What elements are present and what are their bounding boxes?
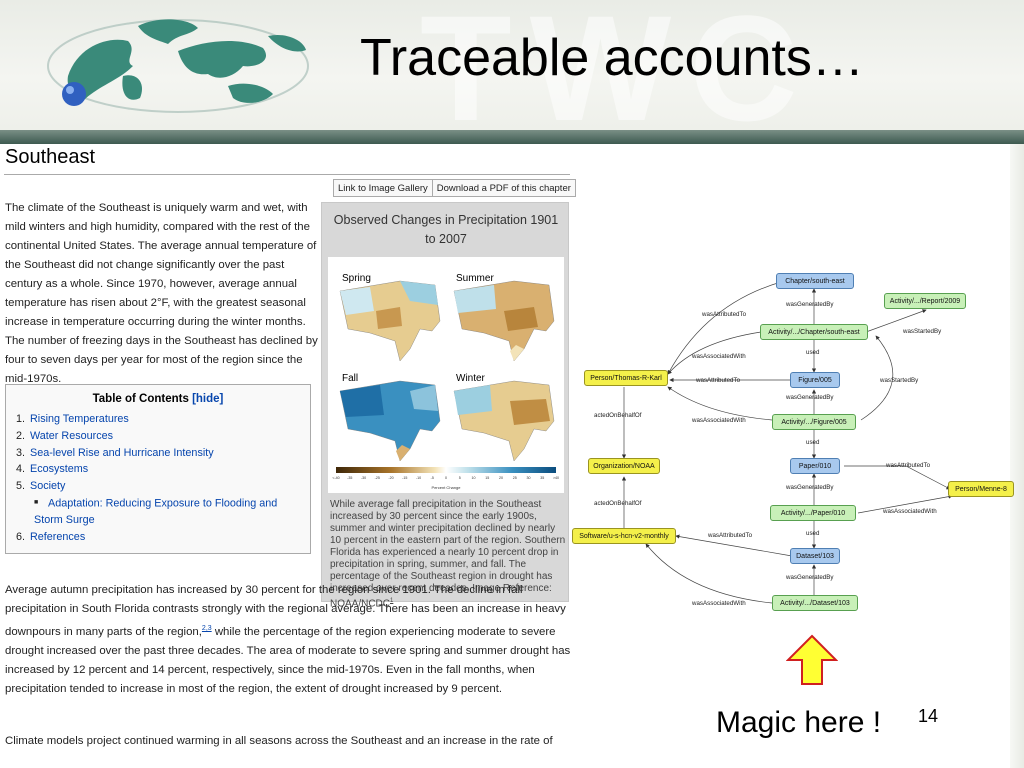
scale-tick-label: -35	[347, 476, 352, 480]
edge-label: used	[806, 349, 820, 356]
toc-item[interactable]: 2.Water Resources	[16, 429, 114, 442]
node-dataset[interactable]: Dataset/103	[790, 548, 840, 564]
scale-tick-label: 35	[540, 476, 544, 480]
twc-watermark: TWC	[420, 0, 816, 130]
edge-label: actedOnBehalfOf	[594, 500, 642, 507]
provenance-graph: Chapter/south-east Activity/.../Report/2…	[572, 144, 1024, 624]
edge-label: wasAssociatedWith	[692, 417, 746, 424]
scale-tick-label: 30	[527, 476, 531, 480]
scale-tick-label: 20	[499, 476, 503, 480]
download-pdf-link[interactable]: Download a PDF of this chapter	[436, 183, 571, 194]
figure-caption: While average fall precipitation in the …	[330, 499, 566, 610]
footnote-refs[interactable]: 2,3	[201, 625, 212, 632]
heading-rule	[4, 174, 570, 175]
table-of-contents: Table of Contents [hide] 1.Rising Temper…	[5, 384, 311, 554]
toc-item[interactable]: 1.Rising Temperatures	[16, 413, 129, 425]
edge-label: wasStartedBy	[903, 328, 942, 335]
edge-label: wasAssociatedWith	[883, 508, 937, 515]
svg-text:Winter: Winter	[456, 373, 486, 384]
edge-label: wasAttributedTo	[886, 462, 931, 469]
spring-map	[339, 280, 441, 362]
edge-label: used	[806, 530, 820, 537]
node-software[interactable]: Software/u-s-hcn-v2-monthly	[572, 528, 676, 544]
right-edge-strip	[1010, 144, 1024, 768]
edge-label: actedOnBehalfOf	[594, 412, 642, 419]
header-divider-bar	[0, 130, 1024, 144]
slide-header: TWC Traceable accounts…	[0, 0, 1024, 130]
toc-item[interactable]: 5.Society	[16, 480, 66, 493]
edge-label: used	[806, 439, 820, 446]
fall-map	[339, 380, 441, 462]
projection-paragraph: Climate models project continued warming…	[5, 735, 553, 747]
toc-item[interactable]: 6.References	[16, 530, 86, 543]
slide-title: Traceable accounts…	[360, 29, 864, 87]
scale-tick-label: 5	[459, 476, 461, 480]
toc-sub-item[interactable]: ■Adaptation: Reducing Exposure to Floodi…	[34, 497, 278, 527]
summer-map	[453, 280, 555, 362]
svg-text:Summer: Summer	[456, 273, 494, 284]
node-paper-activity[interactable]: Activity/.../Paper/010	[770, 505, 856, 521]
svg-text:Percent Change: Percent Change	[432, 485, 462, 490]
scale-tick-label: -20	[388, 476, 393, 480]
figure-title: Observed Changes in Precipitation 1901 t…	[333, 213, 559, 246]
color-scale-bar	[336, 467, 556, 473]
edge-label: wasAssociatedWith	[692, 600, 746, 607]
slide-page-number: 14	[918, 706, 939, 726]
node-person-karl[interactable]: Person/Thomas-R-Karl	[584, 370, 668, 386]
scale-tick-label: -10	[416, 476, 421, 480]
svg-text:Fall: Fall	[342, 373, 358, 384]
edge-label: wasGeneratedBy	[786, 574, 834, 581]
scale-tick-label: -25	[375, 476, 380, 480]
scale-tick-label: -15	[402, 476, 407, 480]
node-chapter[interactable]: Chapter/south-east	[776, 273, 854, 289]
scale-tick-label: <-40	[332, 476, 339, 480]
caption-ref-link[interactable]: 1	[390, 598, 394, 604]
scale-tick-label: -5	[431, 476, 434, 480]
magic-here-text: Magic here !	[716, 706, 882, 739]
scale-tick-label: -30	[361, 476, 366, 480]
scale-tick-label: >40	[553, 476, 559, 480]
scale-tick-label: 25	[513, 476, 517, 480]
toc-item[interactable]: 4.Ecosystems	[16, 463, 89, 476]
wiki-heading: Southeast	[5, 146, 96, 168]
toc-item[interactable]: 3.Sea-level Rise and Hurricane Intensity	[16, 446, 214, 459]
precipitation-figure-box: Observed Changes in Precipitation 1901 t…	[321, 202, 569, 609]
wiki-page-screenshot: Southeast Link to Image Gallery Download…	[0, 144, 576, 768]
intro-paragraph: The climate of the Southeast is uniquely…	[5, 202, 318, 385]
scale-tick-label: 0	[445, 476, 447, 480]
wiki-link-bar: Link to Image Gallery Download a PDF of …	[333, 179, 576, 197]
edge-label: wasStartedBy	[880, 377, 919, 384]
provenance-edges	[621, 281, 953, 604]
globe-logo-icon	[47, 19, 309, 113]
node-chapter-activity[interactable]: Activity/.../Chapter/south-east	[760, 324, 868, 340]
edge-label: wasGeneratedBy	[786, 394, 834, 401]
node-organization-noaa[interactable]: Organization/NOAA	[588, 458, 660, 474]
toc-list: 1.Rising Temperatures 2.Water Resources …	[16, 411, 306, 546]
node-figure-activity[interactable]: Activity/.../Figure/005	[772, 414, 856, 430]
edge-label: wasAttributedTo	[702, 311, 747, 318]
edge-label: wasAssociatedWith	[692, 353, 746, 360]
edge-label: wasGeneratedBy	[786, 484, 834, 491]
node-figure[interactable]: Figure/005	[790, 372, 840, 388]
scale-tick-label: 15	[485, 476, 489, 480]
toc-title: Table of Contents [hide]	[92, 393, 224, 405]
scale-tick-label: 10	[472, 476, 476, 480]
image-gallery-link[interactable]: Link to Image Gallery	[334, 180, 433, 196]
node-report-activity[interactable]: Activity/.../Report/2009	[884, 293, 966, 309]
up-arrow-icon	[786, 634, 838, 685]
node-paper[interactable]: Paper/010	[790, 458, 840, 474]
node-dataset-activity[interactable]: Activity/.../Dataset/103	[772, 595, 858, 611]
node-person-menne[interactable]: Person/Menne-8	[948, 481, 1014, 497]
precipitation-maps-image[interactable]: Spring Summer Fall W	[328, 257, 564, 493]
edge-label: wasGeneratedBy	[786, 301, 834, 308]
edge-label: wasAttributedTo	[708, 532, 753, 539]
winter-map	[453, 380, 555, 462]
svg-text:Spring: Spring	[342, 273, 371, 284]
precipitation-paragraph: Average autumn precipitation has increas…	[5, 584, 571, 695]
edge-label: wasAttributedTo	[696, 377, 741, 384]
toc-hide-link[interactable]: [hide]	[192, 393, 224, 405]
